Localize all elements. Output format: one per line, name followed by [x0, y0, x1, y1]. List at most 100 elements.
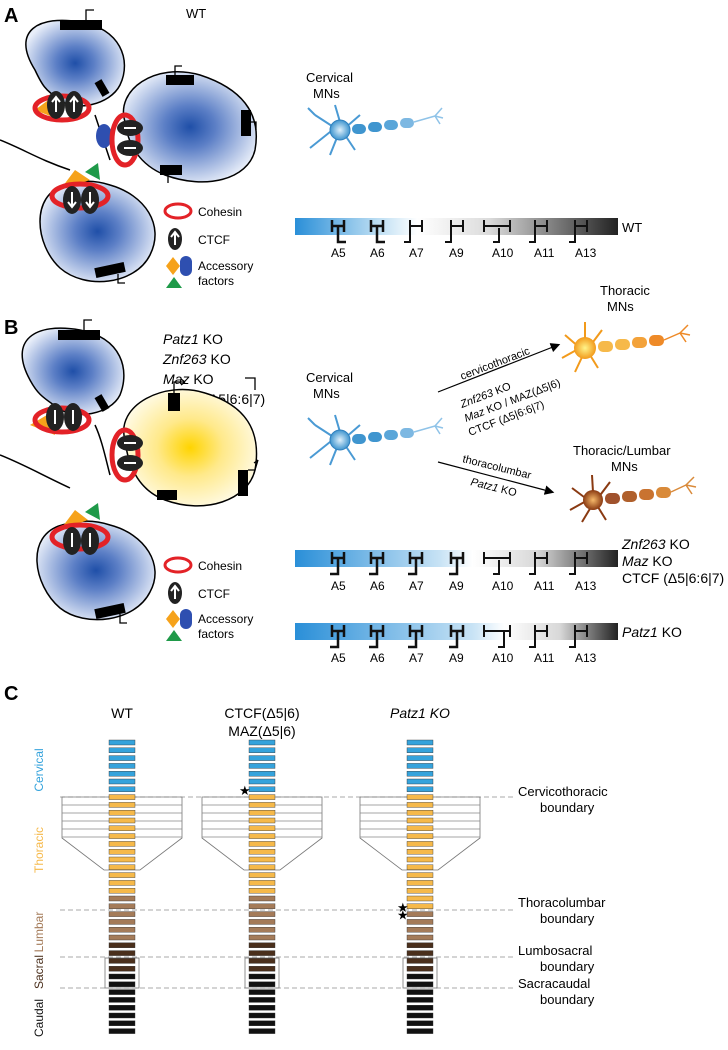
rib-cage-outline — [359, 796, 481, 871]
vertebra — [406, 841, 434, 847]
legend-accessory-line1: Accessory — [198, 612, 253, 626]
vertebra — [108, 825, 136, 831]
spine-columns: ★★★ — [61, 739, 481, 1034]
vertebra — [248, 872, 276, 878]
vertebra — [248, 747, 276, 753]
gene-label: A7 — [409, 246, 424, 260]
vertebra — [406, 872, 434, 878]
gene-label: A7 — [409, 579, 424, 593]
vertebra — [406, 810, 434, 816]
rib-cage-outline — [201, 796, 323, 871]
col-patz1-header: Patz1 KO — [390, 705, 450, 721]
accessory-triangle-icon — [166, 277, 182, 288]
vertebra — [406, 895, 434, 902]
vertebra — [108, 903, 136, 909]
vertebra — [406, 755, 434, 761]
vertebra — [406, 973, 434, 980]
vertebra — [406, 771, 434, 777]
legend-cohesin-label: Cohesin — [198, 205, 242, 219]
boundary-label-4a: Sacracaudal — [518, 976, 590, 991]
cohesin-legend-icon — [163, 556, 193, 574]
vertebra — [248, 802, 276, 808]
vertebra — [248, 989, 276, 995]
col-wt-header: WT — [111, 705, 133, 721]
vertebra — [248, 981, 276, 987]
vertebra — [108, 794, 136, 800]
vertebra — [406, 911, 434, 917]
panel-a: A WT — [0, 5, 642, 288]
vertebra — [406, 794, 434, 800]
panel-b: B Patz1 KO Znf263 KO Maz KO CTCF (Δ5|6:6… — [0, 283, 724, 665]
hox-bar-wt-label: WT — [622, 220, 642, 235]
vertebra — [406, 1012, 434, 1019]
gene-label: A13 — [575, 579, 597, 593]
accessory-diamond-icon — [166, 257, 180, 275]
vertebra — [406, 966, 434, 972]
panel-c: C WT CTCF(Δ5|6) MAZ(Δ5|6) Patz1 KO Cervi… — [4, 683, 608, 1037]
arrow-cervicothoracic — [437, 343, 561, 393]
vertebra — [406, 903, 434, 909]
a-cervical-line1: Cervical — [306, 70, 353, 85]
vertebra — [248, 927, 276, 933]
legend-cohesin-label: Cohesin — [198, 559, 242, 573]
panel-a-wt-title: WT — [186, 6, 206, 21]
vertebra — [108, 778, 136, 785]
vertebra — [406, 880, 434, 886]
hox-labels-bar1: A5 A6 A7 A9 A10 A11 A13 — [331, 579, 597, 593]
col-ctcf-header-1: CTCF(Δ5|6) — [224, 705, 299, 721]
vertebra — [108, 755, 136, 761]
spine-column — [61, 739, 183, 1034]
gene-label: A13 — [575, 651, 597, 665]
vertebra — [108, 817, 136, 824]
hox-bar1-label-2: Maz KO — [622, 553, 673, 569]
vertebra — [108, 958, 136, 964]
vertebra — [248, 856, 276, 863]
vertebra — [108, 981, 136, 987]
vertebra — [248, 911, 276, 917]
vertebra — [108, 989, 136, 995]
vertebra — [108, 841, 136, 847]
vertebra — [248, 771, 276, 777]
legend-b: Cohesin CTCF Accessory factors — [163, 556, 253, 641]
vertebra — [108, 1012, 136, 1019]
boundary-label-1b: boundary — [540, 800, 595, 815]
gene-label: A13 — [575, 246, 597, 260]
vertebra — [108, 919, 136, 925]
a-cervical-line2: MNs — [313, 86, 340, 101]
arrow2-below: Patz1 KO — [469, 476, 518, 499]
gene-label: A9 — [449, 579, 464, 593]
condition-3: Maz KO — [163, 371, 214, 387]
vertebra — [108, 1020, 136, 1026]
condition-2: Znf263 KO — [162, 351, 231, 367]
legend-ctcf-label: CTCF — [198, 233, 230, 247]
vertebra — [108, 934, 136, 941]
hox-gene-a10 — [483, 220, 511, 243]
vertebra — [108, 966, 136, 972]
vertebra — [406, 997, 434, 1003]
legend-accessory-line2: factors — [198, 274, 234, 288]
gene-label: A10 — [492, 579, 514, 593]
vertebra — [406, 1005, 434, 1011]
vertebra — [406, 981, 434, 987]
vertebra — [406, 747, 434, 753]
b-cervical-line2: MNs — [313, 386, 340, 401]
boundary-label-2b: boundary — [540, 911, 595, 926]
star-icon: ★ — [397, 908, 409, 923]
hox-gene-a11 — [529, 552, 548, 575]
vertebra — [406, 1020, 434, 1026]
hox-gene-a7 — [408, 552, 424, 576]
accessory-oval-icon — [180, 609, 192, 629]
hox-genes-bar2 — [330, 625, 588, 649]
vertebra — [108, 802, 136, 808]
hox-gene-a5 — [330, 552, 346, 576]
hox-bar2-label: Patz1 KO — [622, 624, 682, 640]
vertebra — [248, 841, 276, 847]
hox-gene-a11 — [529, 220, 548, 243]
vertebra — [108, 927, 136, 933]
vertebra — [248, 849, 276, 855]
vertebra — [108, 911, 136, 917]
vertebra — [248, 895, 276, 902]
boundary-label-1a: Cervicothoracic — [518, 784, 608, 799]
region-lumbar: Lumbar — [32, 912, 46, 953]
vertebra — [406, 849, 434, 855]
